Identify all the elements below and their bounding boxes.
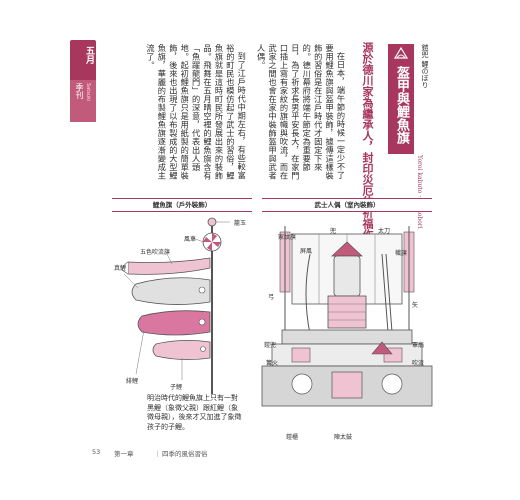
body-text: 在日本，端午節的時候一定少不了要用鯉魚旗與盔甲裝飾，據傳這樣裝飾的習俗是在江戶時… <box>112 44 347 186</box>
month-label: 五月 <box>84 46 94 64</box>
label-sword: 太刀 <box>378 228 391 235</box>
section-sub-label: Satsuki <box>85 83 91 102</box>
samurai-doll-illustration <box>261 226 433 407</box>
section-tab[interactable]: 季刊 Satsuki <box>70 80 96 122</box>
yomi-reading: 鎧兜 鯉のぼり <box>421 44 429 89</box>
label-arrow: 矢 <box>412 302 419 309</box>
figure-right-title: 武士人偶（室內裝飾） <box>314 201 380 209</box>
label-kabuto: 兜 <box>330 228 337 235</box>
label-stand: 鎧櫃 <box>286 434 299 441</box>
section-label: 季刊 <box>75 83 84 99</box>
label-red-carp: 緋鯉 <box>126 378 139 385</box>
book-title: 四季的風俗習俗 <box>162 450 208 458</box>
label-black-carp: 真鯉 <box>114 265 127 272</box>
footer-separator: ｜ <box>154 450 161 458</box>
label-screen: 屏風 <box>300 248 313 255</box>
label-drum: 陣太鼓 <box>334 434 353 441</box>
paragraph-2: 到了江戶時代中期左右，有些較富裕的町民也模仿起了武士的習俗，鯉魚旗就是這時町民所… <box>145 44 247 180</box>
label-mon-flag: 家紋旗 <box>278 234 297 241</box>
label-fan: 軍扇 <box>412 342 425 349</box>
romaji-reading: Yoroi kabuto · Koinobori <box>416 155 423 229</box>
figure-left-title: 鯉魚旗（戶外裝飾） <box>152 201 212 209</box>
label-helmet: 鎧兜 <box>264 342 277 349</box>
label-banner: 吹流 <box>412 360 425 367</box>
koinobori-illustration <box>121 217 230 394</box>
label-streamer: 五色吹流旗 <box>140 249 171 256</box>
label-ball: 籠玉 <box>234 220 247 227</box>
label-lamp: 篝火 <box>266 360 279 367</box>
figure-left-header: 鯉魚旗（戶外裝飾） <box>112 198 252 212</box>
label-pinwheel: 風車 <box>184 236 197 243</box>
label-bow: 弓 <box>268 294 275 301</box>
chapter-label: 第一章 <box>114 450 134 458</box>
figure-caption: 明治時代的鯉魚旗上只有一對黑鯉（象徵父親）跟紅鯉（象徵母親），後來才又加進了象徵… <box>147 394 242 431</box>
armor-emblem-icon <box>393 46 409 59</box>
figure-right-header: 武士人偶（室內裝飾） <box>262 198 432 212</box>
page-footer: 53 第一章 ｜ 四季的風俗習俗 <box>92 448 432 458</box>
page-number: 53 <box>92 448 101 456</box>
title-box: 盔甲與鯉魚旗 <box>388 44 414 154</box>
label-flag: 幟旗 <box>395 250 408 257</box>
paragraph-1: 在日本，端午節的時候一定少不了要用鯉魚旗與盔甲裝飾，據傳這樣裝飾的習俗是在江戶時… <box>256 44 346 180</box>
label-child-carp: 子鯉 <box>170 384 183 391</box>
page-title: 盔甲與鯉魚旗 <box>394 66 409 144</box>
